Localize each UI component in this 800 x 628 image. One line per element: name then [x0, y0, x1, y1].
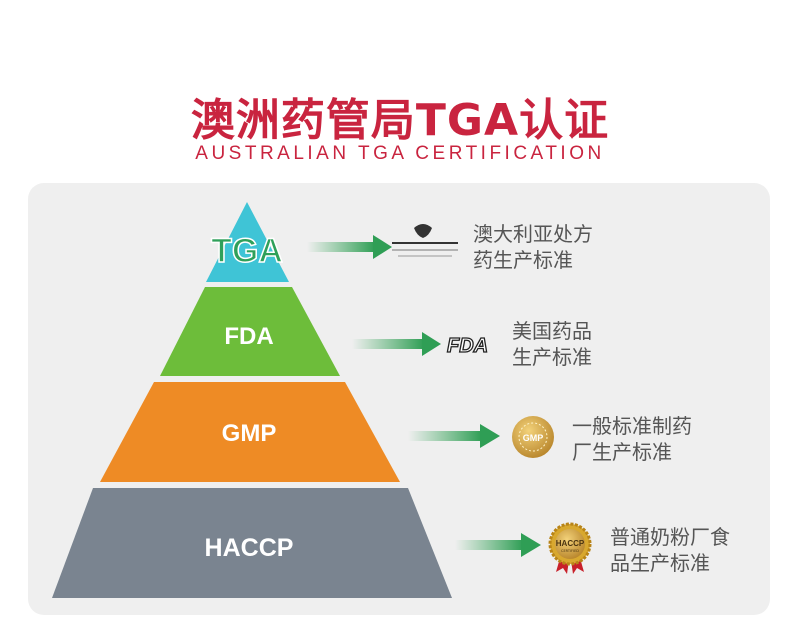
haccp-seal-icon: HACCP CERTIFIED — [548, 522, 592, 574]
description-line: 美国药品 — [512, 319, 592, 343]
svg-text:GMP: GMP — [523, 433, 544, 443]
level-description-haccp: 普通奶粉厂食 品生产标准 — [610, 524, 730, 576]
description-line: 一般标准制药 — [572, 414, 692, 438]
pyramid-layer-haccp — [52, 488, 452, 598]
description-line: 厂生产标准 — [572, 440, 672, 464]
level-description-tga: 澳大利亚处方 药生产标准 — [473, 221, 593, 273]
page-subtitle: AUSTRALIAN TGA CERTIFICATION — [195, 143, 605, 164]
svg-text:HACCP: HACCP — [556, 539, 585, 548]
description-line: 药生产标准 — [473, 248, 573, 272]
level-label-fda: FDA — [224, 323, 273, 350]
level-description-gmp: 一般标准制药 厂生产标准 — [572, 413, 692, 465]
level-label-haccp: HACCP — [205, 534, 294, 562]
description-line: 生产标准 — [512, 345, 592, 369]
pyramid-layer-tga — [206, 202, 289, 282]
level-label-gmp: GMP — [222, 420, 277, 447]
fda-logo-icon: FDA — [447, 335, 488, 357]
description-line: 普通奶粉厂食 — [610, 525, 730, 549]
arrow-icon — [352, 332, 441, 356]
description-line: 品生产标准 — [610, 551, 710, 575]
arrow-icon — [455, 533, 541, 557]
pyramid-layer-fda — [160, 287, 340, 376]
level-label-tga: TGA — [211, 232, 283, 270]
australian-government-logo-icon — [392, 224, 458, 257]
arrow-icon — [408, 424, 500, 448]
level-description-fda: 美国药品 生产标准 — [512, 318, 592, 370]
page-title: 澳洲药管局TGA认证 — [190, 95, 610, 146]
svg-text:CERTIFIED: CERTIFIED — [561, 549, 579, 553]
description-line: 澳大利亚处方 — [473, 222, 593, 246]
pyramid-layer-gmp — [100, 382, 400, 482]
gmp-seal-icon: GMP — [512, 416, 554, 458]
arrow-icon — [307, 235, 392, 259]
